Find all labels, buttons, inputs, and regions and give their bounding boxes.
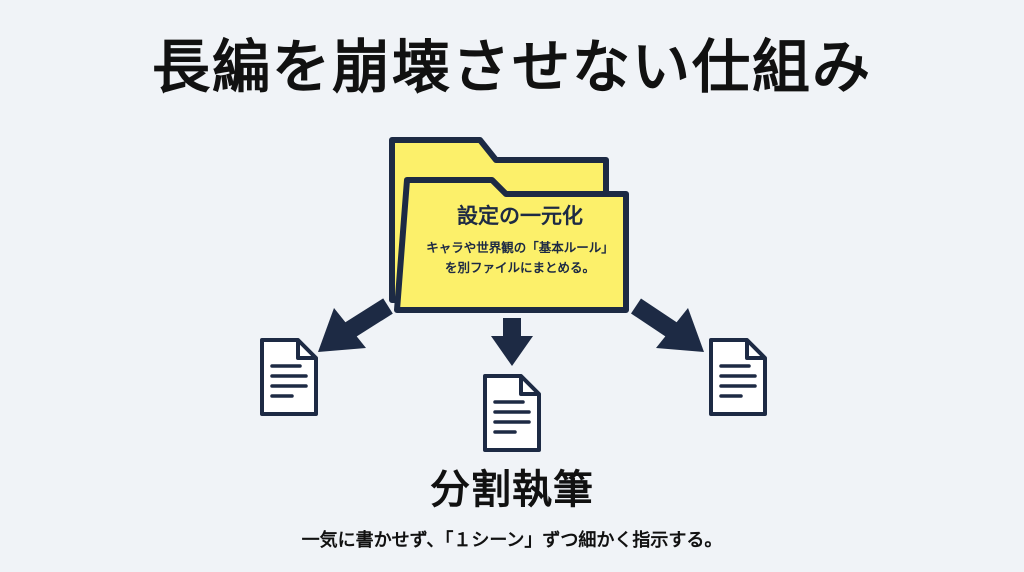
folder-body-line-1: キャラや世界観の「基本ルール」 bbox=[426, 240, 614, 256]
document-icon bbox=[709, 338, 767, 416]
bottom-heading: 分割執筆 bbox=[430, 467, 594, 513]
arrow-down bbox=[491, 318, 533, 366]
folder-front-panel bbox=[394, 177, 629, 313]
folder-heading: 設定の一元化 bbox=[457, 204, 583, 228]
bottom-caption: 一気に書かせず、「１シーン」ずつ細かく指示する。 bbox=[301, 530, 723, 551]
document-icon bbox=[260, 338, 318, 416]
folder-icon bbox=[389, 137, 629, 313]
slide-title: 長編を崩壊させない仕組み bbox=[151, 33, 872, 101]
document-icon bbox=[483, 374, 541, 452]
folder-body-line-2: を別ファイルにまとめる。 bbox=[444, 260, 595, 276]
arrow-left bbox=[318, 298, 393, 352]
folder-label: 設定の一元化 キャラや世界観の「基本ルール」 を別ファイルにまとめる。 bbox=[405, 204, 635, 278]
arrow-right bbox=[631, 298, 704, 352]
